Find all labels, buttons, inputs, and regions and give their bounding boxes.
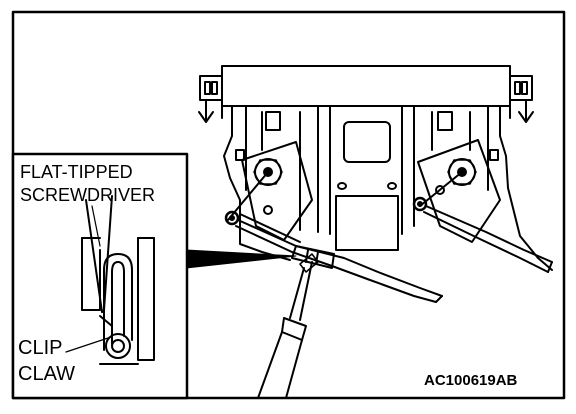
screwdriver — [257, 253, 319, 399]
cable-clip — [291, 245, 335, 269]
figure-code: AC100619AB — [424, 372, 518, 389]
inset-clip-detail — [81, 195, 155, 365]
label-flat-tipped: FLAT-TIPPED — [20, 162, 133, 182]
leader-clip — [65, 337, 109, 353]
callout-wedge — [185, 249, 297, 269]
left-cable — [224, 210, 443, 303]
right-cable — [412, 196, 553, 273]
right-mounting-hook — [509, 75, 534, 123]
leader-screwdriver — [91, 205, 101, 247]
left-mounting-hook — [198, 75, 223, 123]
label-claw: CLAW — [18, 363, 76, 385]
control-unit-assembly — [198, 65, 553, 271]
right-lever — [417, 139, 501, 243]
left-lever — [227, 141, 313, 241]
label-clip: CLIP — [18, 337, 63, 359]
label-screwdriver: SCREWDRIVER — [20, 185, 156, 205]
